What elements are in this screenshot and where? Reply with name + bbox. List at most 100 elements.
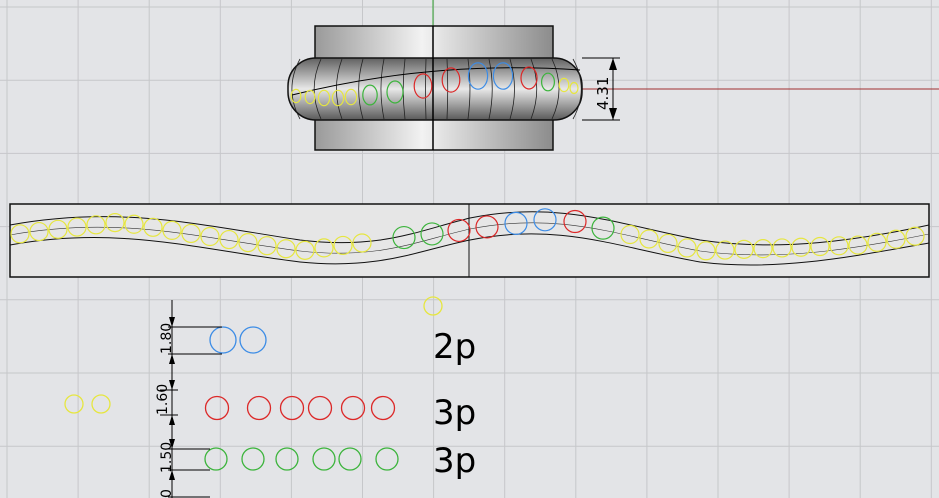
band-circle-blue <box>533 208 557 232</box>
band-circle-yellow <box>772 238 792 258</box>
band-circle-yellow <box>295 240 315 260</box>
legend-circle-red <box>279 395 305 421</box>
band-circle-yellow <box>276 239 296 259</box>
band-circle-yellow <box>677 238 697 258</box>
band-circle-yellow <box>105 212 125 233</box>
ring-segment-line <box>425 58 427 120</box>
legend-circle-red <box>370 395 396 421</box>
ring-segment-line <box>313 58 322 120</box>
ring-circle-blue <box>467 62 489 90</box>
band-circle-yellow <box>620 224 640 245</box>
band-circle-yellow <box>848 235 868 255</box>
legend-circle-green <box>275 447 299 471</box>
band-circle-yellow <box>48 219 68 239</box>
ring-circle-yellow <box>558 77 570 93</box>
band-circle-yellow <box>67 217 87 237</box>
band-circle-yellow <box>238 233 258 253</box>
band-circle-yellow <box>29 221 49 242</box>
label-red-row: 3p <box>433 393 476 433</box>
label-green-row: 3p <box>433 441 476 481</box>
band-circle-blue <box>504 211 528 235</box>
ring-segment-line <box>572 58 582 120</box>
band-circle-yellow <box>639 229 659 249</box>
ring-circle-yellow <box>304 89 316 105</box>
legend-circle-red <box>204 395 230 421</box>
band-circle-green <box>591 216 615 240</box>
legend-circle-green <box>241 447 265 471</box>
band-circle-red <box>563 209 587 234</box>
band-circle-yellow <box>658 233 678 254</box>
band-circle-yellow <box>219 229 239 250</box>
legend-circle-yellow <box>423 296 443 316</box>
band-circle-yellow <box>734 239 754 259</box>
dimension-stack[interactable] <box>160 300 222 498</box>
unrolled-band[interactable] <box>9 203 930 278</box>
ring-circle-green <box>362 84 378 106</box>
band-circle-yellow <box>314 238 334 258</box>
ring-circle-yellow <box>344 88 358 106</box>
ring-circle-yellow <box>290 88 302 104</box>
ring-circle-red <box>413 73 433 99</box>
ring-segment-line <box>488 58 493 120</box>
dim-text-green-gap: 1.50 <box>159 442 175 473</box>
band-circle-yellow <box>810 236 830 257</box>
band-circle-yellow <box>162 220 182 240</box>
ring-segment-line <box>358 58 364 120</box>
band-circle-red <box>447 218 471 243</box>
legend-circle-blue <box>239 326 267 354</box>
ring-segment-line <box>551 58 560 120</box>
ring-circle-blue <box>492 62 514 90</box>
ring-circle-red <box>441 67 461 93</box>
band-circle-yellow <box>181 223 201 244</box>
legend-circle-yellow <box>64 394 84 414</box>
ring-segment-line <box>446 58 449 120</box>
dim-text-red-gap: 1.60 <box>155 384 171 415</box>
ring-circle-yellow <box>331 89 345 107</box>
band-circle-yellow <box>696 241 716 261</box>
legend-circle-green <box>338 447 362 471</box>
ring-circle-green <box>540 72 555 92</box>
legend-circle-blue <box>209 326 237 354</box>
band-circle-yellow <box>333 235 353 256</box>
ring-segment-line <box>530 58 538 120</box>
band-circle-yellow <box>791 237 811 257</box>
band-circle-yellow <box>886 229 906 249</box>
band-circle-yellow <box>715 240 735 260</box>
band-circle-yellow <box>829 236 849 256</box>
label-blue-row: 2p <box>433 327 476 367</box>
dim-text-blue-gap: 1.80 <box>159 323 175 354</box>
ring-segment-line <box>467 58 471 120</box>
dim-text-ring-height: 4.31 <box>594 77 612 110</box>
band-circle-red <box>475 215 499 239</box>
band-circle-yellow <box>905 226 925 246</box>
band-circle-green <box>420 222 444 246</box>
legend-circle-green <box>312 447 336 471</box>
legend-circle-yellow <box>91 394 111 414</box>
band-circle-yellow <box>867 232 887 252</box>
band-circle-green <box>392 225 416 250</box>
ring-segment-line <box>336 58 343 120</box>
ring-circle-yellow <box>317 89 331 107</box>
band-circle-yellow <box>352 233 372 253</box>
band-circle-yellow <box>753 239 773 259</box>
band-circle-yellow <box>200 226 220 247</box>
band-circle-yellow <box>124 214 144 234</box>
dim-text-bottom: 0 <box>159 489 175 498</box>
dimension-ring-height[interactable] <box>582 57 620 121</box>
legend-circle-red <box>246 395 272 421</box>
ring-segment-line <box>291 58 301 120</box>
band-circle-yellow <box>257 236 277 256</box>
ring-circle-red <box>520 66 538 90</box>
band-circle-yellow <box>86 215 106 235</box>
band-circle-yellow <box>10 224 30 244</box>
band-circle-yellow <box>143 217 163 237</box>
legend-circle-green <box>375 447 399 471</box>
ring-segment-line <box>380 58 385 120</box>
ring-front-view[interactable] <box>287 25 583 151</box>
legend-circle-red <box>340 395 366 421</box>
ring-circle-yellow <box>569 81 579 95</box>
ring-circle-green <box>386 80 404 104</box>
legend-circle-green <box>204 447 228 471</box>
